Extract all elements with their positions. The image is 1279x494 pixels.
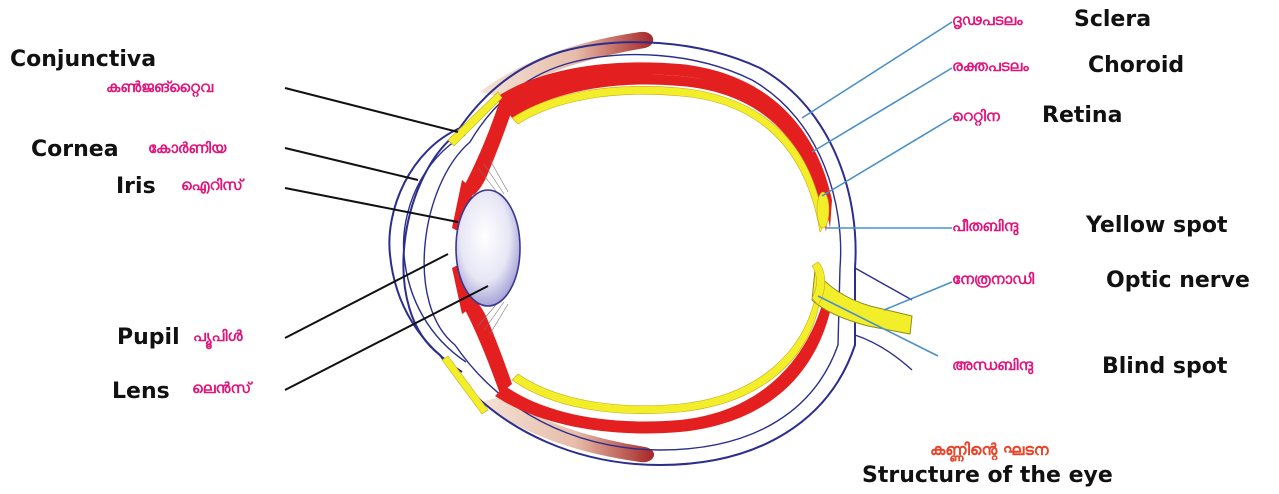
label-retina-en: Retina <box>1042 105 1122 127</box>
label-blind-spot-ml: അന്ധബിന്ദു <box>952 358 1033 373</box>
label-conjunctiva-en: Conjunctiva <box>10 49 156 71</box>
title-en: Structure of the eye <box>862 465 1113 487</box>
lens <box>456 190 520 306</box>
label-cornea-en: Cornea <box>31 139 119 161</box>
label-sclera-en: Sclera <box>1074 9 1151 31</box>
choroid-ring <box>505 74 828 232</box>
label-choroid-en: Choroid <box>1088 55 1184 77</box>
label-yellow-spot-ml: പീതബിന്ദു <box>952 219 1018 234</box>
yellow-spot <box>817 192 829 228</box>
label-yellow-spot-en: Yellow spot <box>1086 215 1228 237</box>
label-choroid-ml: രക്തപടലം <box>952 59 1029 74</box>
label-optic-nerve-ml: നേത്രനാഡി <box>952 272 1034 287</box>
label-pupil-en: Pupil <box>117 327 180 349</box>
ciliary-body-bottom <box>462 298 512 394</box>
label-lens-en: Lens <box>112 381 170 403</box>
optic-nerve <box>812 270 912 334</box>
conjunctiva-bottom <box>442 356 488 414</box>
label-iris-en: Iris <box>116 176 156 198</box>
label-lens-ml: ലെൻസ് <box>192 381 251 396</box>
label-conjunctiva-ml: കൺജങ്റ്റൈവ <box>106 80 213 95</box>
label-optic-nerve-en: Optic nerve <box>1106 270 1250 292</box>
label-pupil-ml: പ്യൂപിൾ <box>193 329 243 344</box>
label-sclera-ml: ദൃഢപടലം <box>952 13 1023 28</box>
label-cornea-ml: കോർണിയ <box>148 141 226 156</box>
label-iris-ml: ഐറിസ് <box>181 178 243 193</box>
label-retina-ml: റെറ്റിന <box>952 109 1000 124</box>
title-ml: കണ്ണിന്റെ ഘടന <box>930 442 1049 458</box>
label-blind-spot-en: Blind spot <box>1102 356 1227 378</box>
